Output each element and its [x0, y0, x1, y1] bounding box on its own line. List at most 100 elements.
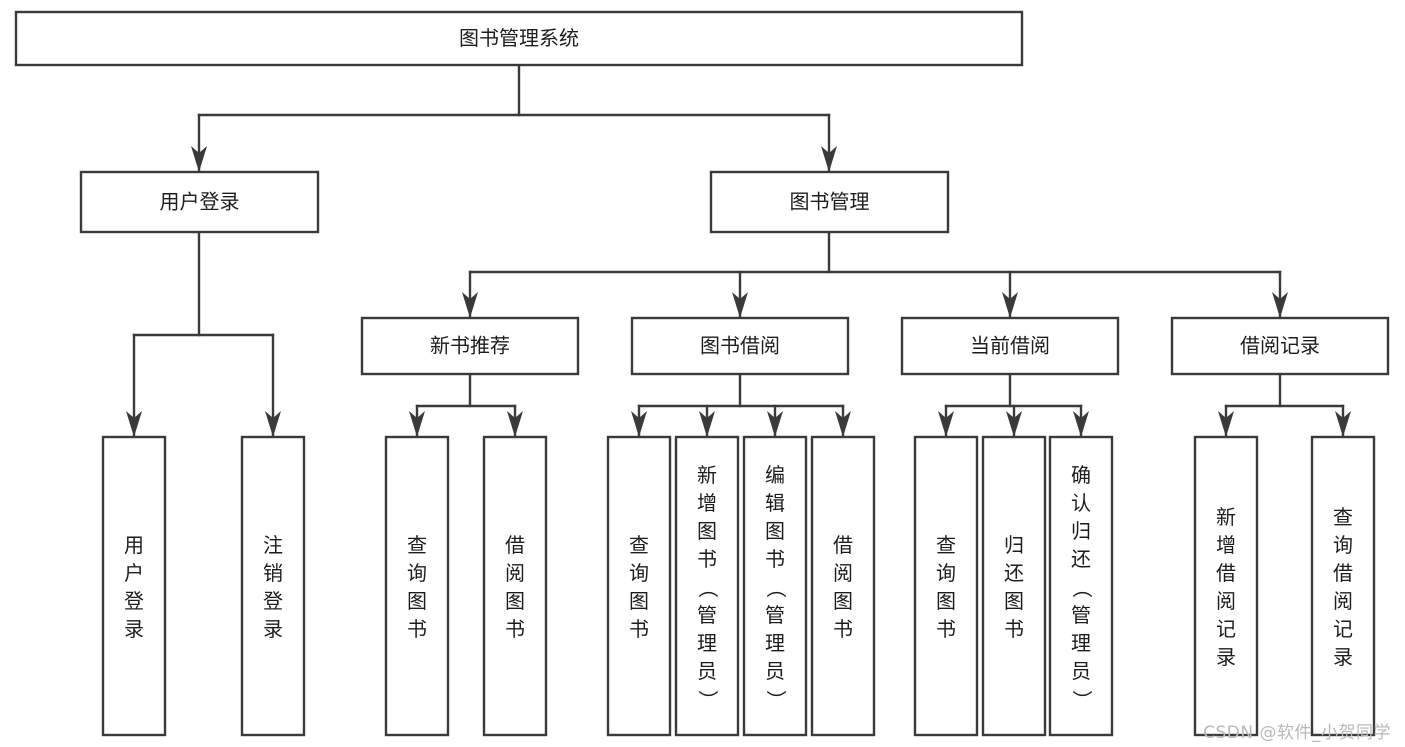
arrow-head-icon: [631, 411, 647, 437]
arrow-head-icon: [1272, 292, 1288, 318]
arrow-head-icon: [835, 411, 851, 437]
arrow-head-icon: [767, 411, 783, 437]
node-label-char: 询: [1333, 533, 1353, 557]
node-box-leaf-query-borrow-record[interactable]: [1310, 435, 1376, 737]
node-label-char: 借: [1216, 561, 1236, 585]
node-box-root[interactable]: [14, 10, 1024, 67]
node-label-char: 图: [697, 519, 717, 543]
node-leaf-user-login[interactable]: 用户登录: [101, 435, 167, 737]
node-label-char: 归: [1004, 533, 1024, 557]
arrow-head-icon: [1335, 411, 1351, 437]
arrow-head-icon: [1006, 411, 1022, 437]
node-label-char: （: [764, 578, 788, 598]
node-book-manage[interactable]: 图书管理: [709, 170, 950, 234]
node-box-leaf-return-book[interactable]: [981, 435, 1047, 737]
node-label-char: 询: [936, 561, 956, 585]
node-label-char: 员: [765, 659, 785, 683]
node-label-char: 录: [1216, 645, 1236, 669]
node-label-char: 编: [765, 463, 785, 487]
connectors-layer: [126, 63, 1351, 438]
arrow-head-icon: [1002, 292, 1018, 318]
node-label-current-borrow: 当前借阅: [970, 334, 1050, 358]
node-book-borrow[interactable]: 图书借阅: [630, 316, 850, 376]
node-box-user-login[interactable]: [79, 170, 320, 234]
node-label-char: 登: [124, 589, 144, 613]
node-box-leaf-borrow-book-recommend[interactable]: [482, 435, 548, 737]
connector-bus-current-borrow: [938, 372, 1089, 438]
node-current-borrow[interactable]: 当前借阅: [900, 316, 1120, 376]
node-box-borrow-record[interactable]: [1170, 316, 1390, 376]
node-box-leaf-query-book-current[interactable]: [913, 435, 979, 737]
arrow-head-icon: [462, 292, 478, 318]
node-label-char: 辑: [765, 491, 785, 515]
node-box-leaf-confirm-return-admin[interactable]: [1048, 435, 1114, 737]
node-label-char: 理: [697, 631, 717, 655]
node-label-char: 图: [629, 589, 649, 613]
node-label-char: 记: [1333, 617, 1353, 641]
node-label-char: 查: [1333, 505, 1353, 529]
node-label-char: 管: [697, 603, 717, 627]
node-label-char: 阅: [1333, 589, 1353, 613]
node-label-char: 阅: [505, 561, 525, 585]
node-box-leaf-logout[interactable]: [240, 435, 306, 737]
node-label-char: 确: [1071, 463, 1091, 487]
node-box-leaf-user-login[interactable]: [101, 435, 167, 737]
node-label-char: 阅: [1216, 589, 1236, 613]
node-label-char: 查: [407, 533, 427, 557]
node-box-leaf-query-book-recommend[interactable]: [384, 435, 450, 737]
node-box-leaf-query-book-borrow[interactable]: [606, 435, 672, 737]
node-label-char: 图: [1004, 589, 1024, 613]
node-box-book-manage[interactable]: [709, 170, 950, 234]
node-user-login[interactable]: 用户登录: [79, 170, 320, 234]
node-label-char: 图: [505, 589, 525, 613]
node-label-char: 书: [765, 547, 785, 571]
node-label-char: （: [696, 578, 720, 598]
node-label-char: 户: [124, 561, 144, 585]
node-label-char: 书: [833, 617, 853, 641]
node-label-char: 增: [1216, 533, 1236, 557]
arrow-head-icon: [409, 411, 425, 437]
node-box-new-book-recommend[interactable]: [360, 316, 580, 376]
node-label-char: 图: [833, 589, 853, 613]
node-borrow-record[interactable]: 借阅记录: [1170, 316, 1390, 376]
node-label-char: （: [1070, 578, 1094, 598]
node-label-char: 销: [263, 561, 283, 585]
arrow-head-icon: [938, 411, 954, 437]
node-new-book-recommend[interactable]: 新书推荐: [360, 316, 580, 376]
node-label-char: 录: [263, 617, 283, 641]
node-label-root: 图书管理系统: [459, 26, 579, 50]
node-label-char: 录: [1333, 645, 1353, 669]
node-box-leaf-edit-book-admin[interactable]: [742, 435, 808, 737]
node-box-leaf-add-book-admin[interactable]: [674, 435, 740, 737]
node-box-leaf-borrow-book[interactable]: [810, 435, 876, 737]
node-box-leaf-add-borrow-record[interactable]: [1193, 435, 1259, 737]
connector-bus-root: [191, 63, 837, 173]
node-root[interactable]: 图书管理系统: [14, 10, 1024, 67]
node-label-book-manage: 图书管理: [790, 190, 870, 214]
connector-bus-new-book-recommend: [409, 372, 523, 438]
node-label-new-book-recommend: 新书推荐: [430, 334, 510, 358]
node-label-char: 阅: [833, 561, 853, 585]
node-label-char: 记: [1216, 617, 1236, 641]
node-label-char: 注: [263, 533, 283, 557]
node-box-current-borrow[interactable]: [900, 316, 1120, 376]
node-label-char: 书: [936, 617, 956, 641]
node-label-char: 新: [697, 463, 717, 487]
node-label-char: 理: [1071, 631, 1091, 655]
node-box-book-borrow[interactable]: [630, 316, 850, 376]
arrow-head-icon: [126, 411, 142, 437]
